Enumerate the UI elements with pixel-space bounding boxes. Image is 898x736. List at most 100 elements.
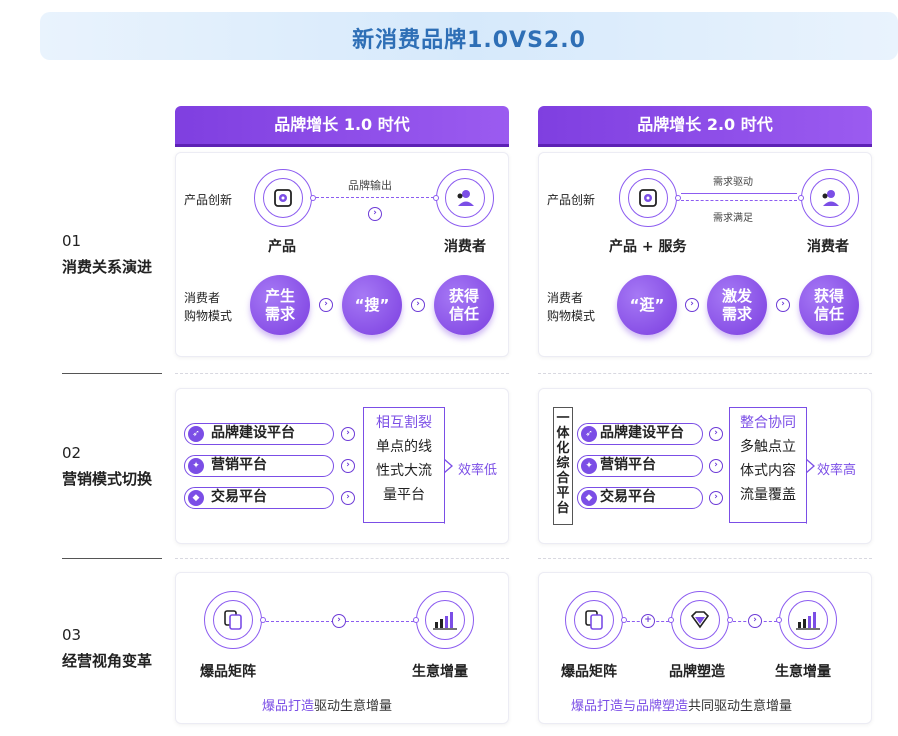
bubble-search: “搜” [342, 275, 402, 335]
arrow-icon: › [685, 298, 699, 312]
flow-top-label: 需求驱动 [713, 177, 753, 188]
row-label-2: 02 营销模式切换 [62, 444, 152, 489]
mode-label-2: 购物模式 [184, 309, 233, 323]
row-label-1: 01 消费关系演进 [62, 232, 152, 277]
connector-dot [310, 195, 316, 201]
pill-marketing-platform: ✦营销平台 [184, 455, 334, 477]
growth-label: 生意增量 [412, 664, 468, 680]
pill-brand-platform: ➶品牌建设平台 [577, 423, 703, 445]
dotted-divider [538, 373, 872, 374]
flow-label: 品牌输出 [348, 179, 392, 192]
panel-r2-left: ➶品牌建设平台 › ✦营销平台 › ◆交易平台 › 相互割裂 单点的线 性式大流… [175, 388, 509, 544]
arrow-icon: › [776, 298, 790, 312]
pill-label: 营销平台 [600, 457, 656, 473]
consumer-icon-ring [433, 169, 494, 227]
box-line: 性式大流 [376, 463, 432, 479]
growth-label: 生意增量 [775, 664, 831, 680]
pill-marketing-platform: ✦营销平台 [577, 455, 703, 477]
bubble-trust: 获得 信任 [799, 275, 859, 335]
bulb-icon: ✦ [581, 458, 597, 474]
row-number: 03 [62, 626, 82, 644]
caption: 爆品打造驱动生意增量 [262, 695, 392, 714]
connector-dot [727, 617, 733, 623]
connector-dot [798, 195, 804, 201]
arrow-icon: › [709, 427, 723, 441]
connector-dot [675, 195, 681, 201]
pill-brand-platform: ➶品牌建设平台 [184, 423, 334, 445]
bag-icon: ◆ [188, 490, 204, 506]
flow-line [316, 197, 434, 198]
mode-label-1: 消费者 [547, 291, 584, 305]
product-service-label: 产品 + 服务 [609, 239, 687, 255]
settings-phone-icon [263, 178, 303, 218]
result-box-text: 相互割裂 单点的线 性式大流 量平台 [363, 411, 445, 507]
caption-highlight: 与 [623, 699, 637, 714]
pill-label: 营销平台 [211, 457, 267, 473]
efficiency-high: 效率高 [817, 463, 857, 478]
mode-label-1: 消费者 [184, 291, 221, 305]
documents-icon [213, 600, 253, 640]
panel-r1-right: 产品创新 需求驱动 需求满足 产品 + 服务 消费者 消费者 购物模式 “逛” … [538, 152, 872, 357]
vertical-text: 一体化综合平台 [556, 411, 570, 516]
box-line: 相互割裂 [376, 415, 432, 431]
connector-dot [621, 617, 627, 623]
rocket-icon: ➶ [188, 426, 204, 442]
flow-line-top [681, 193, 797, 194]
people-icon [445, 178, 485, 218]
bar-chart-icon [425, 600, 465, 640]
innovation-label: 产品创新 [184, 193, 233, 207]
product-icon-ring [619, 169, 681, 227]
arrow-icon: › [411, 298, 425, 312]
result-box [363, 407, 445, 523]
connector-dot [668, 617, 674, 623]
pill-trade-platform: ◆ 交易平台 [184, 487, 334, 509]
column-header-1: 品牌增长 1.0 时代 [175, 106, 509, 144]
consumer-icon-ring [798, 169, 859, 227]
panel-r1-left: 产品创新 品牌输出 › 产品 消费者 消费者 购物模式 产生 需求 › “搜” … [175, 152, 509, 357]
dotted-divider [175, 373, 509, 374]
pill-label: 品牌建设平台 [600, 425, 684, 441]
hot-product-icon-ring [204, 591, 266, 649]
caption-highlight: 爆品打造 [571, 699, 624, 714]
pill-label: 交易平台 [600, 489, 656, 505]
connector-dot [413, 617, 419, 623]
title-banner: 新消费品牌1.0VS2.0 [40, 12, 898, 60]
bubble-browse: “逛” [617, 275, 677, 335]
connector-dot [776, 617, 782, 623]
bag-icon: ◆ [581, 490, 597, 506]
people-icon [810, 178, 850, 218]
dotted-divider [538, 558, 872, 559]
arrow-icon: › [332, 614, 346, 628]
hot-product-label: 爆品矩阵 [561, 664, 617, 680]
bubble-trust: 获得 信任 [434, 275, 494, 335]
connector-dot [260, 617, 266, 623]
pill-trade-platform: ◆交易平台 [577, 487, 703, 509]
caption-text: 共同驱动生意增量 [688, 699, 793, 714]
consumer-label: 消费者 [444, 239, 486, 255]
box-line: 量平台 [383, 487, 425, 503]
flow-bottom-label: 需求满足 [713, 213, 753, 224]
diamond-icon [680, 600, 720, 640]
bubble-stimulate: 激发 需求 [707, 275, 767, 335]
pill-label: 交易平台 [211, 489, 267, 505]
arrow-icon: › [709, 459, 723, 473]
dotted-divider [175, 558, 509, 559]
box-line: 整合协同 [740, 415, 796, 431]
row-title: 经营视角变革 [62, 652, 153, 670]
arrow-icon: › [341, 459, 355, 473]
row-title: 营销模式切换 [62, 470, 153, 488]
row-label-3: 03 经营视角变革 [62, 626, 152, 671]
product-label: 产品 [268, 239, 296, 255]
page-title: 新消费品牌1.0VS2.0 [352, 28, 586, 53]
row-divider [62, 558, 162, 559]
row-divider [62, 373, 162, 374]
box-line: 多触点立 [740, 439, 796, 455]
plus-icon: + [641, 614, 655, 628]
arrow-icon: › [319, 298, 333, 312]
arrow-icon: › [709, 491, 723, 505]
consumer-label: 消费者 [807, 239, 849, 255]
arrow-icon: › [341, 427, 355, 441]
panel-r3-left: › 爆品矩阵 生意增量 爆品打造驱动生意增量 [175, 572, 509, 724]
result-box-text: 整合协同 多触点立 体式内容 流量覆盖 [729, 411, 807, 507]
row-number: 02 [62, 444, 82, 462]
